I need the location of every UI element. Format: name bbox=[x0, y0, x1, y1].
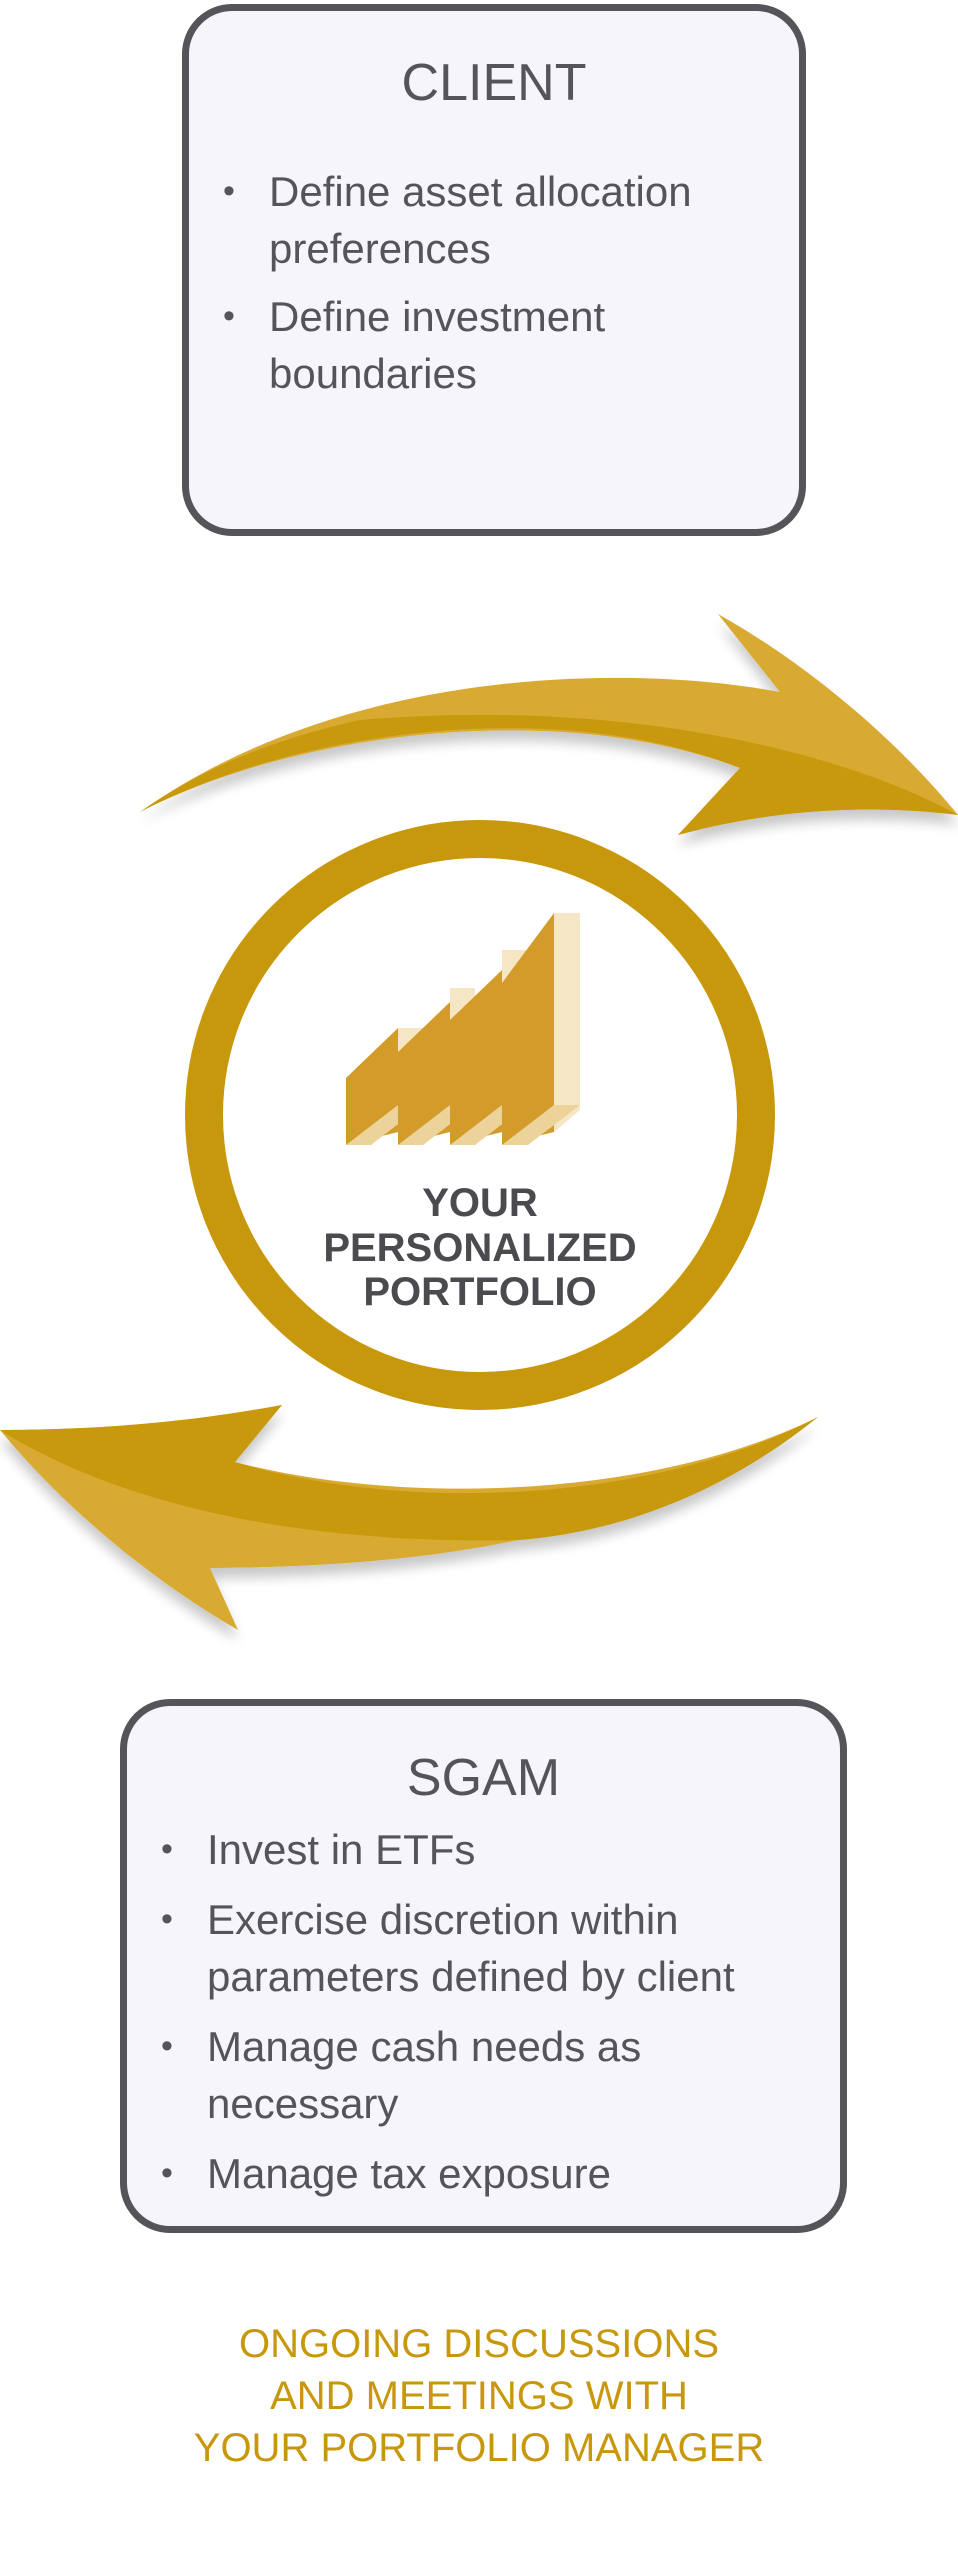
client-bullet-text: Define asset allocation preferences bbox=[269, 168, 692, 272]
footer-line: YOUR PORTFOLIO MANAGER bbox=[193, 2426, 765, 2470]
footer-line: AND MEETINGS WITH bbox=[270, 2374, 688, 2418]
client-bullet-list: • Define asset allocation preferences • … bbox=[223, 163, 783, 413]
bar-chart-icon bbox=[346, 913, 580, 1145]
sgam-box: SGAM • Invest in ETFs • Exercise discret… bbox=[120, 1699, 847, 2233]
bullet-dot: • bbox=[161, 2027, 173, 2065]
footer-line: ONGOING DISCUSSIONS bbox=[238, 2322, 720, 2366]
bullet-dot: • bbox=[161, 1830, 173, 1868]
sgam-bullet-list: • Invest in ETFs • Exercise discretion w… bbox=[161, 1821, 841, 2215]
portfolio-cycle-graphic: YOUR PERSONALIZED PORTFOLIO bbox=[0, 614, 958, 1630]
sgam-bullet-text: Manage tax exposure bbox=[207, 2150, 611, 2197]
sgam-bullet-text: Manage cash needs as necessary bbox=[207, 2023, 642, 2127]
top-arrow-right-icon bbox=[140, 614, 958, 835]
sgam-bullet-text: Exercise discretion within parameters de… bbox=[207, 1896, 735, 2000]
sgam-bullet-item: • Exercise discretion within parameters … bbox=[161, 1891, 841, 2005]
center-label-line: YOUR bbox=[422, 1181, 538, 1225]
bullet-dot: • bbox=[223, 297, 235, 335]
sgam-bullet-item: • Manage tax exposure bbox=[161, 2145, 841, 2202]
sgam-bullet-item: • Manage cash needs as necessary bbox=[161, 2018, 841, 2132]
client-bullet-text: Define investment boundaries bbox=[269, 293, 606, 397]
sgam-bullet-text: Invest in ETFs bbox=[207, 1826, 476, 1873]
bullet-dot: • bbox=[161, 1900, 173, 1938]
client-bullet-item: • Define investment boundaries bbox=[223, 288, 783, 402]
sgam-title: SGAM bbox=[406, 1749, 561, 1807]
center-label-line: PORTFOLIO bbox=[363, 1270, 596, 1314]
client-title: CLIENT bbox=[401, 54, 587, 112]
bullet-dot: • bbox=[223, 172, 235, 210]
footer-caption: ONGOING DISCUSSIONS AND MEETINGS WITH YO… bbox=[0, 2318, 958, 2474]
center-label-line: PERSONALIZED bbox=[323, 1226, 636, 1270]
bullet-dot: • bbox=[161, 2154, 173, 2192]
bottom-arrow-left-icon bbox=[0, 1405, 818, 1630]
client-bullet-item: • Define asset allocation preferences bbox=[223, 163, 783, 277]
sgam-bullet-item: • Invest in ETFs bbox=[161, 1821, 841, 1878]
client-box: CLIENT • Define asset allocation prefere… bbox=[182, 4, 806, 536]
